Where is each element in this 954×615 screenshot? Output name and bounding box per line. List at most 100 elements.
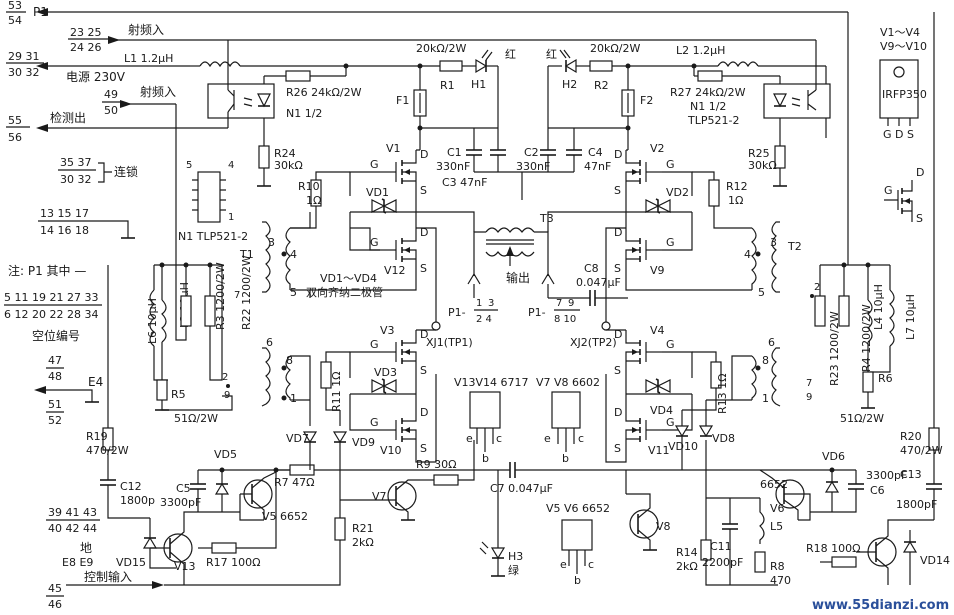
- r4-resistor: [838, 295, 850, 327]
- c6-value: 3300pF: [866, 469, 907, 482]
- v7-transistor: [387, 481, 417, 511]
- h3-label: H3: [508, 550, 523, 563]
- r14-value: 2kΩ: [676, 560, 698, 573]
- detect-pins-top: 55: [8, 114, 22, 127]
- interlock-label: 连锁: [114, 164, 138, 179]
- n1a-label: N1 1/2: [286, 107, 322, 120]
- svg-text:7: 7: [234, 290, 240, 301]
- r23-label: R23 1200/2W: [828, 311, 841, 386]
- t2-label: T2: [787, 240, 802, 253]
- v9-mosfet-d: D: [614, 226, 622, 239]
- irfp-part: IRFP350: [882, 88, 927, 101]
- r19-value: 470/2W: [86, 444, 129, 457]
- v12-mosfet-s: S: [420, 262, 427, 275]
- c4-label: C4: [588, 146, 603, 159]
- r20-value: 470/2W: [900, 444, 943, 457]
- vd9-label: VD9: [352, 436, 375, 449]
- c1-value: 330nF: [436, 160, 470, 173]
- v11-mosfet-d: D: [614, 406, 622, 419]
- v7-label: V7: [372, 490, 387, 503]
- h2-led: [564, 58, 577, 74]
- r17-label: R17 100Ω: [206, 556, 261, 569]
- left-connectors: 53 54 P1 23 25 24 26 射频入 29 31 30 32 电源 …: [4, 0, 849, 611]
- p51-pins-top: 51: [48, 398, 62, 411]
- vd1-zener-a: [371, 199, 386, 213]
- vd3-zener-bar: [381, 378, 387, 394]
- l1-label: L1 1.2μH: [124, 52, 173, 65]
- f1-label: F1: [396, 94, 409, 107]
- h2-color: 红: [546, 48, 557, 61]
- vd4-zener-a: [645, 379, 660, 393]
- svg-text:1: 1: [228, 212, 234, 223]
- p1-right-prefix: P1-: [528, 306, 546, 319]
- n1-chip-label: N1 TLP521-2: [178, 230, 248, 243]
- r10-label: R10: [298, 180, 320, 193]
- l2-label: L2 1.2μH: [676, 44, 725, 57]
- v2-mosfet-g: G: [666, 158, 675, 171]
- fet-d: D: [916, 166, 924, 179]
- interlock-pins-bottom: 30 32: [60, 173, 92, 186]
- r19-label: R19: [86, 430, 108, 443]
- r1-value: 20kΩ/2W: [416, 42, 466, 55]
- t1-label: T1: [239, 248, 254, 261]
- r23-resistor: [814, 295, 826, 327]
- output-label: 输出: [506, 270, 530, 285]
- r21-label: R21: [352, 522, 374, 535]
- p1-left-top: 1: [476, 298, 482, 309]
- rf-in-a-pins-top: 23 25: [70, 26, 102, 39]
- r24-value: 30kΩ: [274, 159, 303, 172]
- v4-mosfet-arrow: [632, 349, 638, 355]
- c5-label: C5: [176, 482, 191, 495]
- svg-text:5: 5: [758, 286, 765, 299]
- v11-mosfet-arrow: [632, 427, 638, 433]
- ground-pins-bottom: 40 42 44: [48, 522, 97, 535]
- pkg1-label: V13V14 6717: [454, 376, 529, 389]
- v1-mosfet-g: G: [370, 158, 379, 171]
- t3-label: T3: [539, 212, 554, 225]
- n1b-label2: TLP521-2: [687, 114, 739, 127]
- r5-value: 51Ω/2W: [174, 412, 218, 425]
- v10-mosfet-d: D: [420, 406, 428, 419]
- svg-text:3: 3: [268, 236, 275, 249]
- vd2-zener-b: [656, 199, 671, 213]
- xj1-testpoint: [431, 321, 441, 331]
- svg-text:5: 5: [290, 286, 297, 299]
- fet-s: S: [916, 212, 923, 225]
- v10-mosfet-s: S: [420, 442, 427, 455]
- v4-mosfet-label: V4: [650, 324, 665, 337]
- xj2-testpoint: [601, 321, 611, 331]
- v9-mosfet-g: G: [666, 236, 675, 249]
- vd3-zener-a: [371, 379, 386, 393]
- l4-label: L4 10μH: [872, 284, 885, 330]
- r6-value: 51Ω/2W: [840, 412, 884, 425]
- v3-mosfet-label: V3: [380, 324, 395, 337]
- r6-resistor: [862, 371, 874, 393]
- c7-label: C7 0.047μF: [490, 482, 553, 495]
- svg-text:b: b: [574, 574, 581, 587]
- drive-stage: R19 470/2W C12 1800p VD15 V13 R17 100Ω C…: [86, 12, 950, 587]
- r1-resistor: [439, 60, 463, 72]
- c4-value: 47nF: [584, 160, 611, 173]
- svg-text:b: b: [482, 452, 489, 465]
- power-pins-bottom: 30 32: [8, 66, 40, 79]
- rf-in-a-label: 射频入: [128, 22, 164, 37]
- vd-note2: 双向齐纳二极管: [306, 285, 383, 299]
- svg-text:5: 5: [186, 160, 192, 171]
- vd1-zener-b: [382, 199, 397, 213]
- v11-mosfet-s: S: [614, 442, 621, 455]
- xj1-label: XJ1(TP1): [426, 336, 473, 349]
- c11-label: C11: [710, 540, 732, 553]
- r22-label: R22 1200/2W: [240, 255, 253, 330]
- power-label: 电源 230V: [66, 70, 126, 84]
- irfp-range1: V1～V4: [880, 26, 920, 39]
- h2-label: H2: [562, 78, 577, 91]
- r8-label: R8: [770, 560, 785, 573]
- c12-value: 1800p: [120, 494, 155, 507]
- power-pins-top: 29 31: [8, 50, 40, 63]
- r12-value: 1Ω: [728, 194, 743, 207]
- r26-label: R26 24kΩ/2W: [286, 86, 362, 99]
- r18-resistor: [831, 556, 857, 568]
- f2-label: F2: [640, 94, 653, 107]
- vd2-zener-bar: [655, 198, 661, 214]
